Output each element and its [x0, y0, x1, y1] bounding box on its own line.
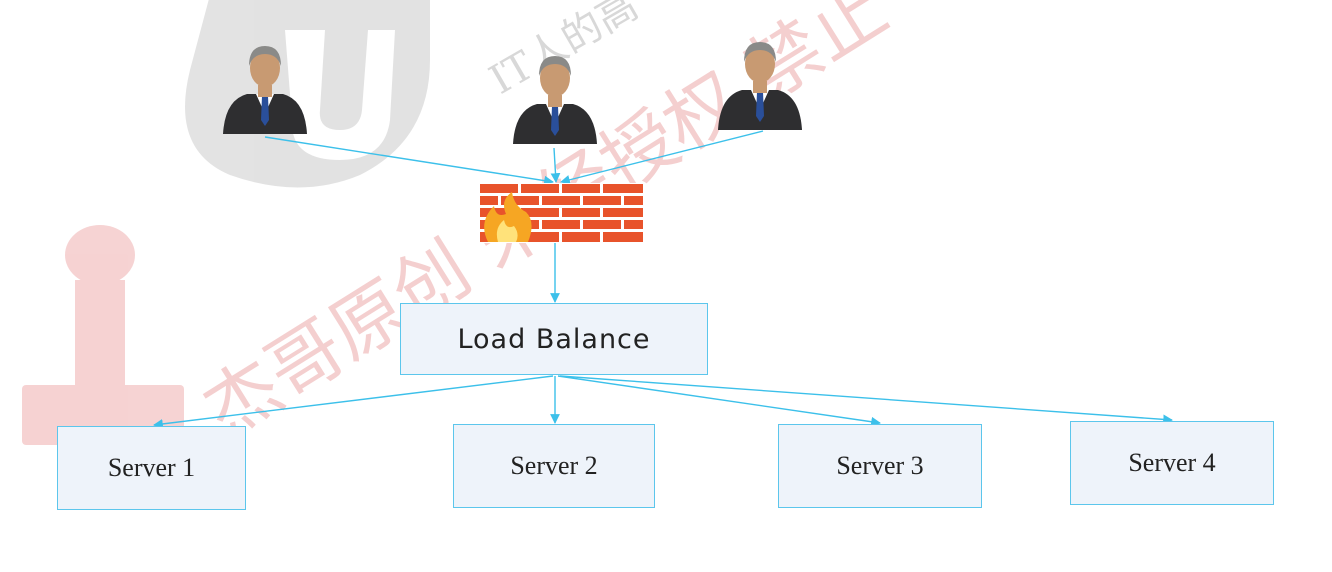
- server-1-label: Server 1: [107, 453, 196, 482]
- server-2-box: Server 2: [453, 424, 655, 508]
- arrow-user2-firewall: [550, 147, 561, 183]
- arrow-lb-server4: [559, 375, 1173, 425]
- watermark-stamp: [22, 225, 184, 445]
- server-3-label: Server 3: [836, 451, 924, 480]
- user-3-icon: [718, 42, 802, 130]
- arrow-user1-firewall: [264, 136, 554, 186]
- watermark-logo: [185, 0, 430, 188]
- server-4-box: Server 4: [1070, 421, 1274, 505]
- server-3-box: Server 3: [778, 424, 982, 508]
- arrow-lb-server3: [557, 375, 881, 427]
- arrow-user3-firewall: [560, 130, 764, 185]
- server-2-label: Server 2: [510, 451, 598, 480]
- load-balancer-label: Load Balance: [457, 323, 651, 355]
- load-balancer-box: Load Balance: [400, 303, 708, 375]
- server-1-box: Server 1: [57, 426, 246, 510]
- connectors: [153, 130, 1173, 429]
- arrow-lb-server1: [153, 375, 554, 429]
- firewall-icon: [478, 183, 644, 243]
- user-1-icon: [223, 46, 307, 134]
- user-2-icon: [513, 56, 597, 144]
- server-4-label: Server 4: [1128, 448, 1216, 477]
